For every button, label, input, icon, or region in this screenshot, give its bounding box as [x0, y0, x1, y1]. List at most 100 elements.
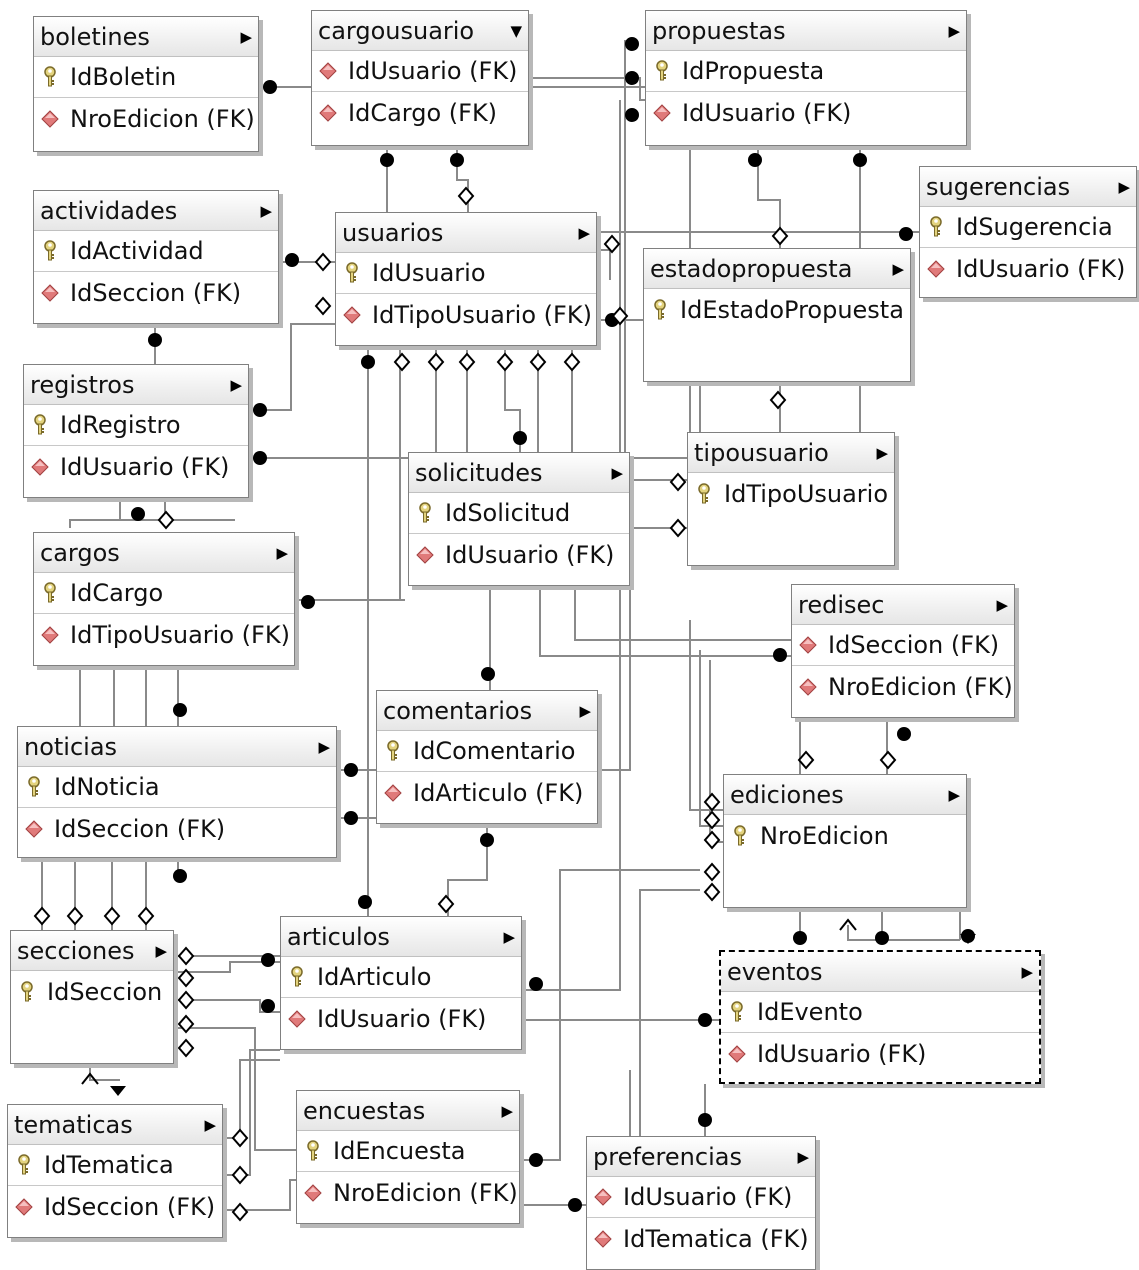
table-preferencias[interactable]: preferencias▶IdUsuario (FK)IdTematica (F… — [586, 1136, 816, 1270]
foreign-key-row[interactable]: IdArticulo (FK) — [377, 772, 597, 813]
table-header[interactable]: estadopropuesta▶ — [644, 249, 910, 289]
table-header[interactable]: tematicas▶ — [8, 1105, 222, 1145]
expand-arrow-icon[interactable]: ▶ — [260, 201, 272, 220]
table-header[interactable]: redisec▶ — [792, 585, 1014, 625]
primary-key-row[interactable]: IdSolicitud — [409, 493, 629, 534]
foreign-key-row[interactable]: IdUsuario (FK) — [312, 51, 528, 92]
table-ediciones[interactable]: ediciones▶NroEdicion — [723, 774, 967, 908]
table-header[interactable]: boletines▶ — [34, 17, 258, 57]
expand-arrow-icon[interactable]: ▶ — [318, 737, 330, 756]
primary-key-row[interactable]: NroEdicion — [724, 815, 966, 856]
primary-key-row[interactable]: IdTipoUsuario — [688, 473, 894, 514]
foreign-key-row[interactable]: IdUsuario (FK) — [24, 446, 248, 487]
expand-arrow-icon[interactable]: ▶ — [578, 223, 590, 242]
expand-arrow-icon[interactable]: ▶ — [204, 1115, 216, 1134]
foreign-key-row[interactable]: IdSeccion (FK) — [792, 625, 1014, 666]
foreign-key-row[interactable]: IdCargo (FK) — [312, 92, 528, 133]
table-header[interactable]: eventos▶ — [721, 952, 1039, 992]
foreign-key-row[interactable]: IdTipoUsuario (FK) — [336, 294, 596, 335]
primary-key-row[interactable]: IdEvento — [721, 992, 1039, 1033]
expand-arrow-icon[interactable]: ▶ — [611, 463, 623, 482]
primary-key-row[interactable]: IdEncuesta — [297, 1131, 519, 1172]
table-header[interactable]: ediciones▶ — [724, 775, 966, 815]
foreign-key-row[interactable]: IdUsuario (FK) — [920, 248, 1136, 289]
table-header[interactable]: sugerencias▶ — [920, 167, 1136, 207]
table-header[interactable]: articulos▶ — [281, 917, 521, 957]
foreign-key-row[interactable]: NroEdicion (FK) — [792, 666, 1014, 707]
table-header[interactable]: cargousuario▼ — [312, 11, 528, 51]
expand-arrow-icon[interactable]: ▶ — [948, 21, 960, 40]
primary-key-row[interactable]: IdActividad — [34, 231, 278, 272]
table-secciones[interactable]: secciones▶IdSeccion — [10, 930, 174, 1064]
table-header[interactable]: tipousuario▶ — [688, 433, 894, 473]
table-header[interactable]: cargos▶ — [34, 533, 294, 573]
primary-key-row[interactable]: IdComentario — [377, 731, 597, 772]
primary-key-row[interactable]: IdPropuesta — [646, 51, 966, 92]
table-estadopropuesta[interactable]: estadopropuesta▶IdEstadoPropuesta — [643, 248, 911, 382]
table-redisec[interactable]: redisec▶IdSeccion (FK)NroEdicion (FK) — [791, 584, 1015, 718]
foreign-key-row[interactable]: NroEdicion (FK) — [297, 1172, 519, 1213]
foreign-key-row[interactable]: IdTipoUsuario (FK) — [34, 614, 294, 655]
table-header[interactable]: comentarios▶ — [377, 691, 597, 731]
foreign-key-row[interactable]: IdSeccion (FK) — [34, 272, 278, 313]
expand-arrow-icon[interactable]: ▶ — [876, 443, 888, 462]
foreign-key-row[interactable]: IdUsuario (FK) — [281, 998, 521, 1039]
expand-arrow-icon[interactable]: ▶ — [240, 27, 252, 46]
table-header[interactable]: usuarios▶ — [336, 213, 596, 253]
expand-arrow-icon[interactable]: ▶ — [230, 375, 242, 394]
table-header[interactable]: noticias▶ — [18, 727, 336, 767]
expand-arrow-icon[interactable]: ▶ — [948, 785, 960, 804]
chevron-down-icon[interactable]: ▼ — [510, 21, 522, 40]
primary-key-row[interactable]: IdBoletin — [34, 57, 258, 98]
primary-key-row[interactable]: IdSeccion — [11, 971, 173, 1012]
primary-key-row[interactable]: IdEstadoPropuesta — [644, 289, 910, 330]
foreign-key-row[interactable]: IdTematica (FK) — [587, 1218, 815, 1259]
table-header[interactable]: propuestas▶ — [646, 11, 966, 51]
table-header[interactable]: preferencias▶ — [587, 1137, 815, 1177]
primary-key-row[interactable]: IdRegistro — [24, 405, 248, 446]
table-header[interactable]: actividades▶ — [34, 191, 278, 231]
primary-key-row[interactable]: IdSugerencia — [920, 207, 1136, 248]
expand-arrow-icon[interactable]: ▶ — [503, 927, 515, 946]
expand-arrow-icon[interactable]: ▶ — [1021, 962, 1033, 981]
primary-key-row[interactable]: IdCargo — [34, 573, 294, 614]
foreign-key-row[interactable]: IdSeccion (FK) — [18, 808, 336, 849]
foreign-key-row[interactable]: IdUsuario (FK) — [587, 1177, 815, 1218]
expand-arrow-icon[interactable]: ▶ — [155, 941, 167, 960]
expand-arrow-icon[interactable]: ▶ — [892, 259, 904, 278]
foreign-key-row[interactable]: IdSeccion (FK) — [8, 1186, 222, 1227]
table-cargousuario[interactable]: cargousuario▼IdUsuario (FK)IdCargo (FK) — [311, 10, 529, 146]
table-header[interactable]: secciones▶ — [11, 931, 173, 971]
expand-arrow-icon[interactable]: ▶ — [579, 701, 591, 720]
primary-key-row[interactable]: IdTematica — [8, 1145, 222, 1186]
foreign-key-row[interactable]: IdUsuario (FK) — [646, 92, 966, 133]
expand-arrow-icon[interactable]: ▶ — [501, 1101, 513, 1120]
foreign-key-row[interactable]: IdUsuario (FK) — [409, 534, 629, 575]
expand-arrow-icon[interactable]: ▶ — [276, 543, 288, 562]
foreign-key-row[interactable]: NroEdicion (FK) — [34, 98, 258, 139]
primary-key-row[interactable]: IdArticulo — [281, 957, 521, 998]
table-header[interactable]: registros▶ — [24, 365, 248, 405]
table-header[interactable]: encuestas▶ — [297, 1091, 519, 1131]
expand-arrow-icon[interactable]: ▶ — [1118, 177, 1130, 196]
foreign-key-row[interactable]: IdUsuario (FK) — [721, 1033, 1039, 1074]
table-header[interactable]: solicitudes▶ — [409, 453, 629, 493]
expand-arrow-icon[interactable]: ▶ — [996, 595, 1008, 614]
primary-key-row[interactable]: IdNoticia — [18, 767, 336, 808]
expand-arrow-icon[interactable]: ▶ — [797, 1147, 809, 1166]
table-tipousuario[interactable]: tipousuario▶IdTipoUsuario — [687, 432, 895, 566]
